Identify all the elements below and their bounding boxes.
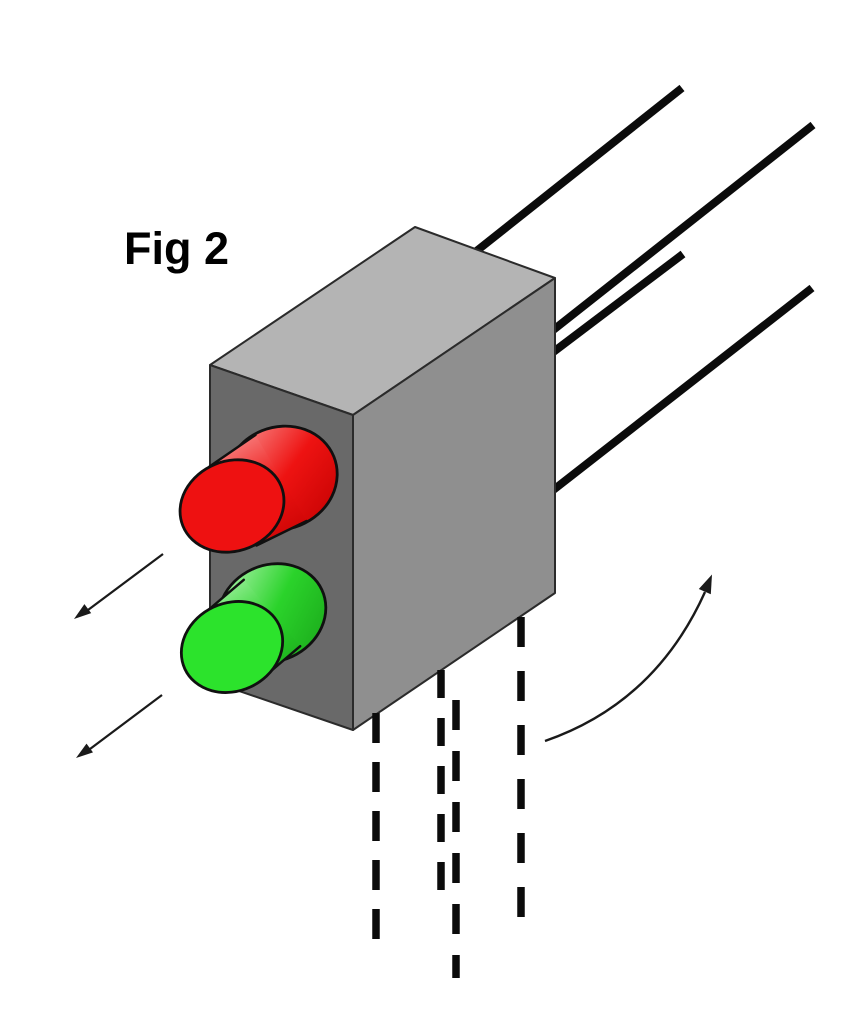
rotation-arrow-curve [544,591,707,743]
red-emission-arrow [74,553,164,619]
red-led-top-edge [208,433,257,468]
lead-wire-upper-short [549,250,686,357]
lead-wire-top [471,84,685,257]
figure-label: Fig 2 [124,223,229,274]
green-emission-arrow [76,694,163,758]
red-emission-arrow-line [87,553,164,611]
green-emission-arrowhead-icon [76,743,93,758]
red-led-front-cap [178,458,286,554]
lead-wire-lower [549,284,815,495]
lead-wire-upper-long [549,121,816,335]
dashed-leads [372,617,525,978]
green-led-cylinder [179,562,328,694]
red-emission-arrowhead-icon [74,604,92,619]
green-led-front-cap [179,600,285,694]
emission-arrows [74,553,164,758]
rotation-arrow [544,574,712,743]
lead-wires [471,84,816,495]
red-led-bottom-edge [255,519,308,547]
green-emission-arrow-line [89,694,163,750]
rotation-arrowhead-icon [698,574,712,595]
red-led-cylinder [178,424,339,554]
